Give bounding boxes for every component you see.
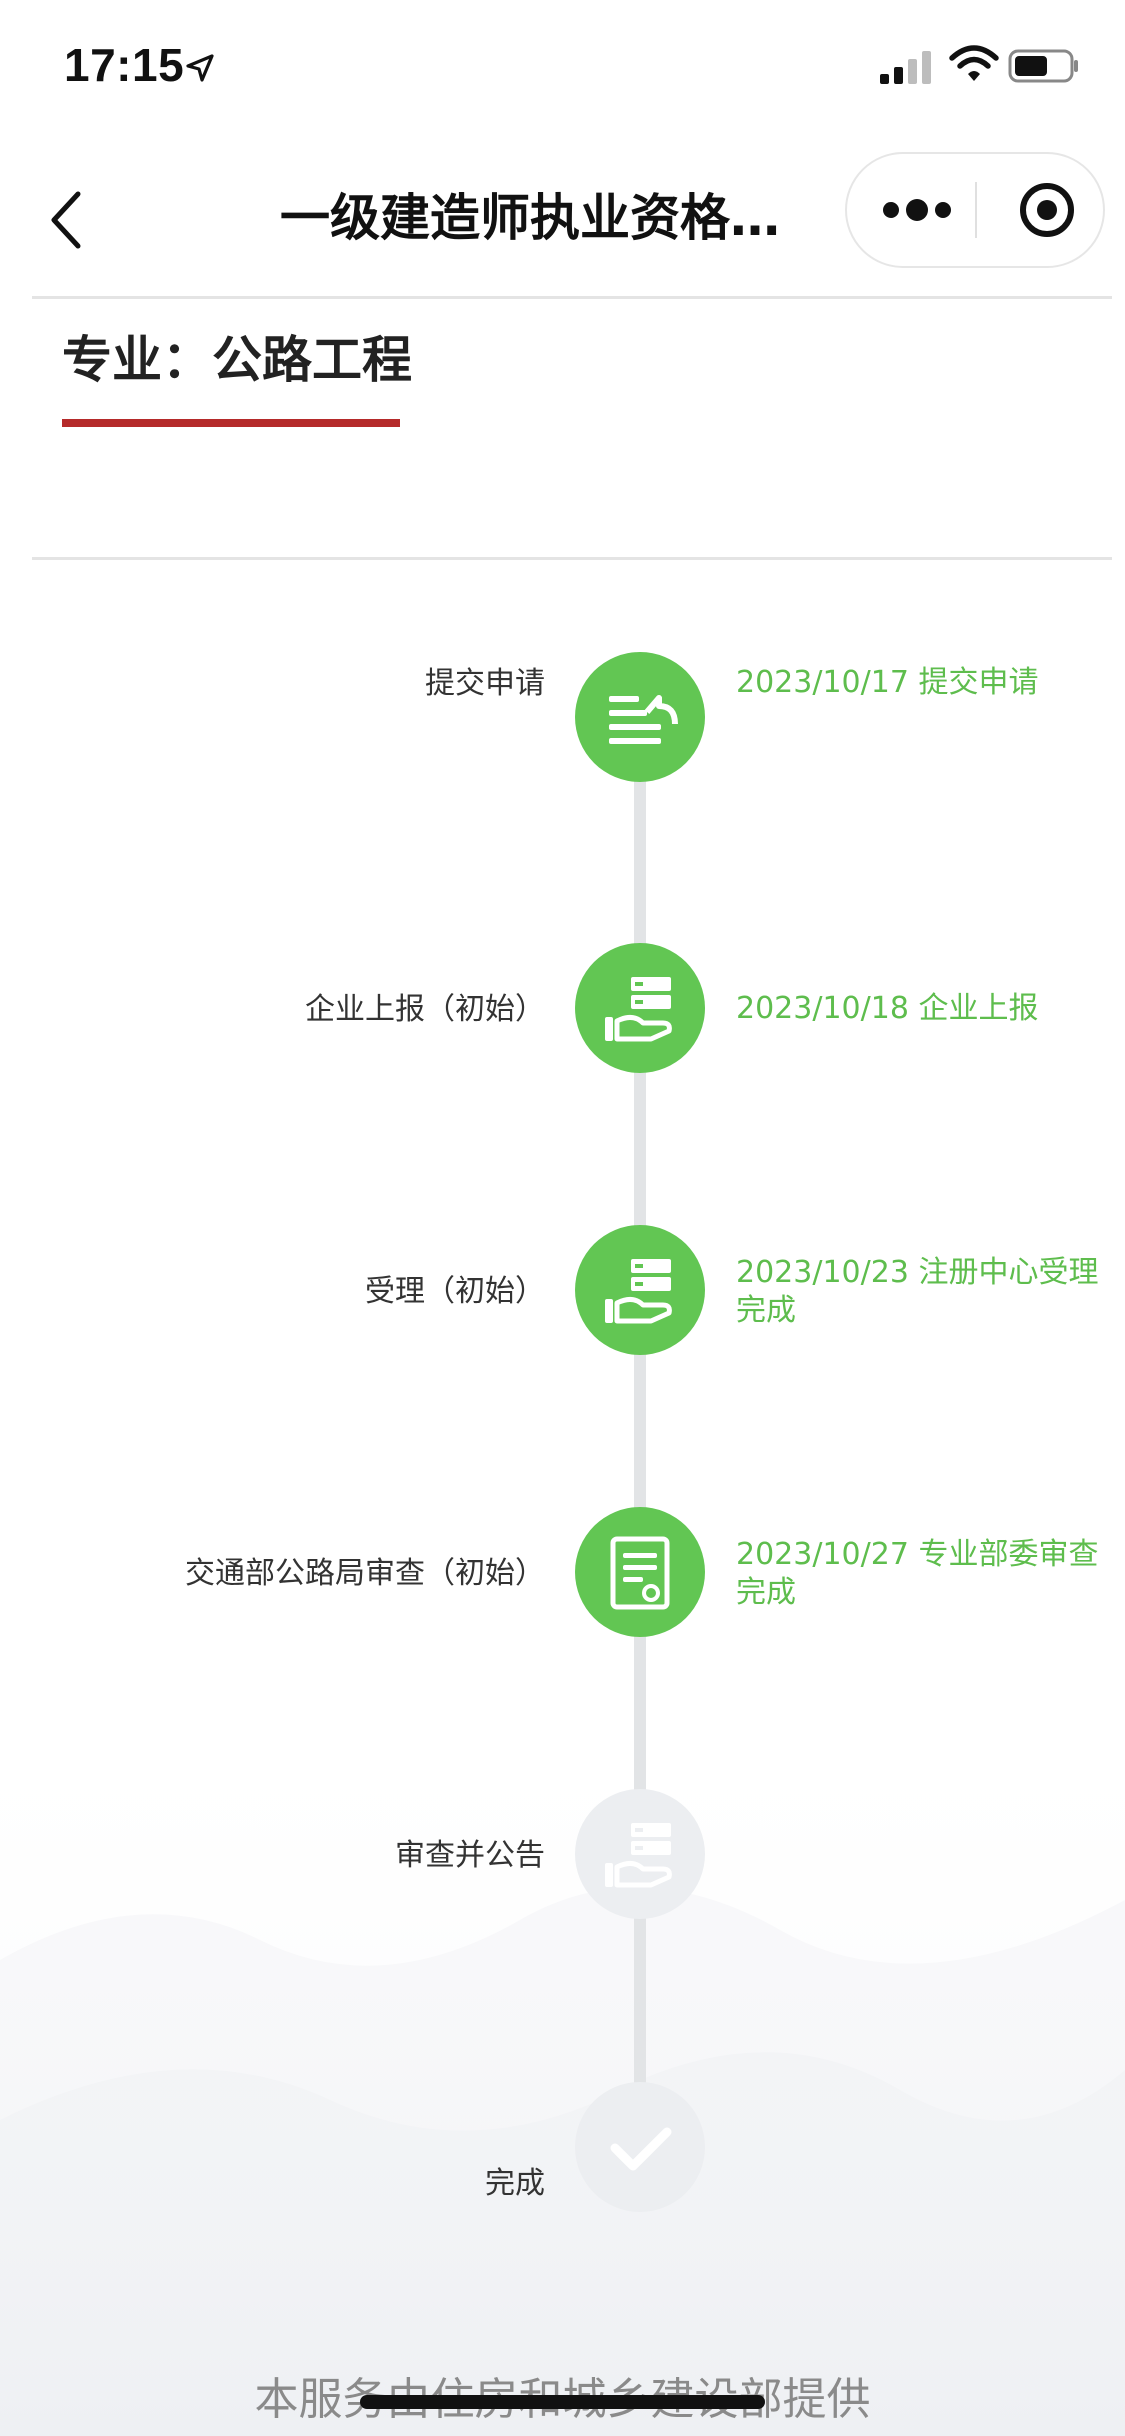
signal-icon xyxy=(880,51,931,84)
step-node xyxy=(575,652,705,782)
close-button[interactable] xyxy=(997,154,1097,266)
step-note: 2023/10/18 企业上报 xyxy=(736,991,1039,1026)
hand-server-icon xyxy=(605,977,672,1042)
submit-return-icon xyxy=(609,695,678,744)
section-divider xyxy=(32,557,1112,560)
major-label: 专业：公路工程 xyxy=(62,331,412,389)
step-note: 2023/10/27 专业部委审查完成 xyxy=(736,1537,1099,1610)
location-arrow-icon xyxy=(186,54,214,82)
status-bar: 17:15 xyxy=(0,0,1125,140)
step-node xyxy=(575,1789,705,1919)
mini-program-capsule xyxy=(845,152,1105,268)
checkmark-icon xyxy=(610,2127,672,2171)
more-dots-icon xyxy=(883,199,951,221)
header-divider xyxy=(32,296,1112,299)
tab-major[interactable]: 专业：公路工程 xyxy=(62,325,412,435)
back-button[interactable] xyxy=(40,170,100,270)
step-label: 完成 xyxy=(485,2166,545,2201)
step-note: 2023/10/23 注册中心受理完成 xyxy=(736,1255,1099,1328)
step-node xyxy=(575,2082,705,2212)
step-label: 受理（初始） xyxy=(365,1274,545,1309)
step-label: 审查并公告 xyxy=(395,1838,545,1873)
status-time: 17:15 xyxy=(64,39,185,91)
battery-icon xyxy=(1008,49,1078,83)
step-node xyxy=(575,943,705,1073)
step-label: 企业上报（初始） xyxy=(305,992,545,1027)
document-seal-icon xyxy=(610,1536,670,1610)
hand-server-icon xyxy=(605,1259,672,1324)
home-indicator[interactable] xyxy=(360,2395,765,2409)
mountain-background xyxy=(0,1700,1125,2436)
more-button[interactable] xyxy=(867,154,967,266)
nav-bar: 一级建造师执业资格… xyxy=(0,140,1125,300)
timeline-line xyxy=(634,720,646,2150)
target-close-icon xyxy=(1020,183,1074,237)
chevron-left-icon xyxy=(51,191,81,249)
step-label: 交通部公路局审查（初始） xyxy=(185,1556,545,1591)
tab-underline xyxy=(62,419,400,427)
capsule-divider xyxy=(975,182,977,238)
step-label: 提交申请 xyxy=(425,666,545,701)
step-node xyxy=(575,1225,705,1355)
step-note: 2023/10/17 提交申请 xyxy=(736,665,1039,700)
page-title: 一级建造师执业资格… xyxy=(280,189,780,247)
hand-server-icon xyxy=(605,1823,672,1888)
wifi-icon xyxy=(949,45,999,81)
step-node xyxy=(575,1507,705,1637)
